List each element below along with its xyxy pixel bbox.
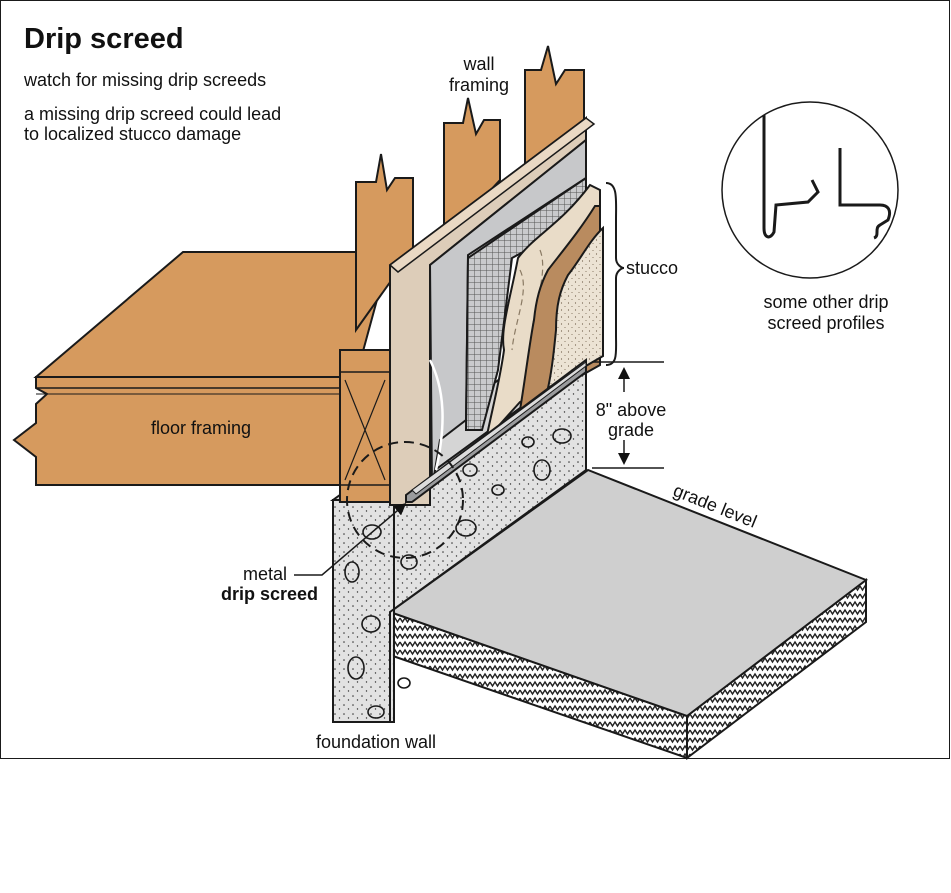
profile-1-icon <box>762 115 820 239</box>
profiles-caption-2: screed profiles <box>767 313 884 333</box>
drip-screed-label: drip screed <box>221 584 318 604</box>
aggregate-stones <box>344 428 572 719</box>
metal-label: metal <box>243 564 287 584</box>
height-label-1: 8" above <box>596 400 666 420</box>
profiles-inset <box>721 101 899 279</box>
height-label-2: grade <box>608 420 654 440</box>
floor-framing <box>12 251 392 503</box>
drip-screed-leader <box>294 503 407 576</box>
floor-framing-label: floor framing <box>151 418 251 438</box>
profile-2-icon <box>838 148 892 240</box>
floor-deck-top <box>33 251 392 378</box>
wall-framing-label-2: framing <box>449 75 509 95</box>
stud-1 <box>355 153 414 334</box>
grade-slab <box>387 468 869 761</box>
note-line-2: a missing drip screed could lead <box>24 104 281 124</box>
wall-framing-label-1: wall <box>462 54 494 74</box>
stucco-label: stucco <box>626 258 678 278</box>
finish-coat <box>546 225 604 391</box>
profiles-circle <box>721 101 899 279</box>
diagram-title: Drip screed <box>24 23 184 55</box>
profiles-caption-1: some other drip <box>763 292 888 312</box>
wall-assembly <box>388 116 604 506</box>
metal-lath <box>464 176 587 431</box>
note-line-1: watch for missing drip screeds <box>23 70 266 90</box>
detail-callout-circle <box>346 441 464 559</box>
sill-plate <box>339 349 391 503</box>
wall-studs <box>355 45 585 334</box>
figure-border <box>0 0 950 759</box>
stucco-bracket <box>605 182 625 366</box>
foundation-wall-label: foundation wall <box>316 732 436 752</box>
note-line-3: to localized stucco damage <box>24 124 241 144</box>
grade-height-dimension <box>592 361 664 469</box>
